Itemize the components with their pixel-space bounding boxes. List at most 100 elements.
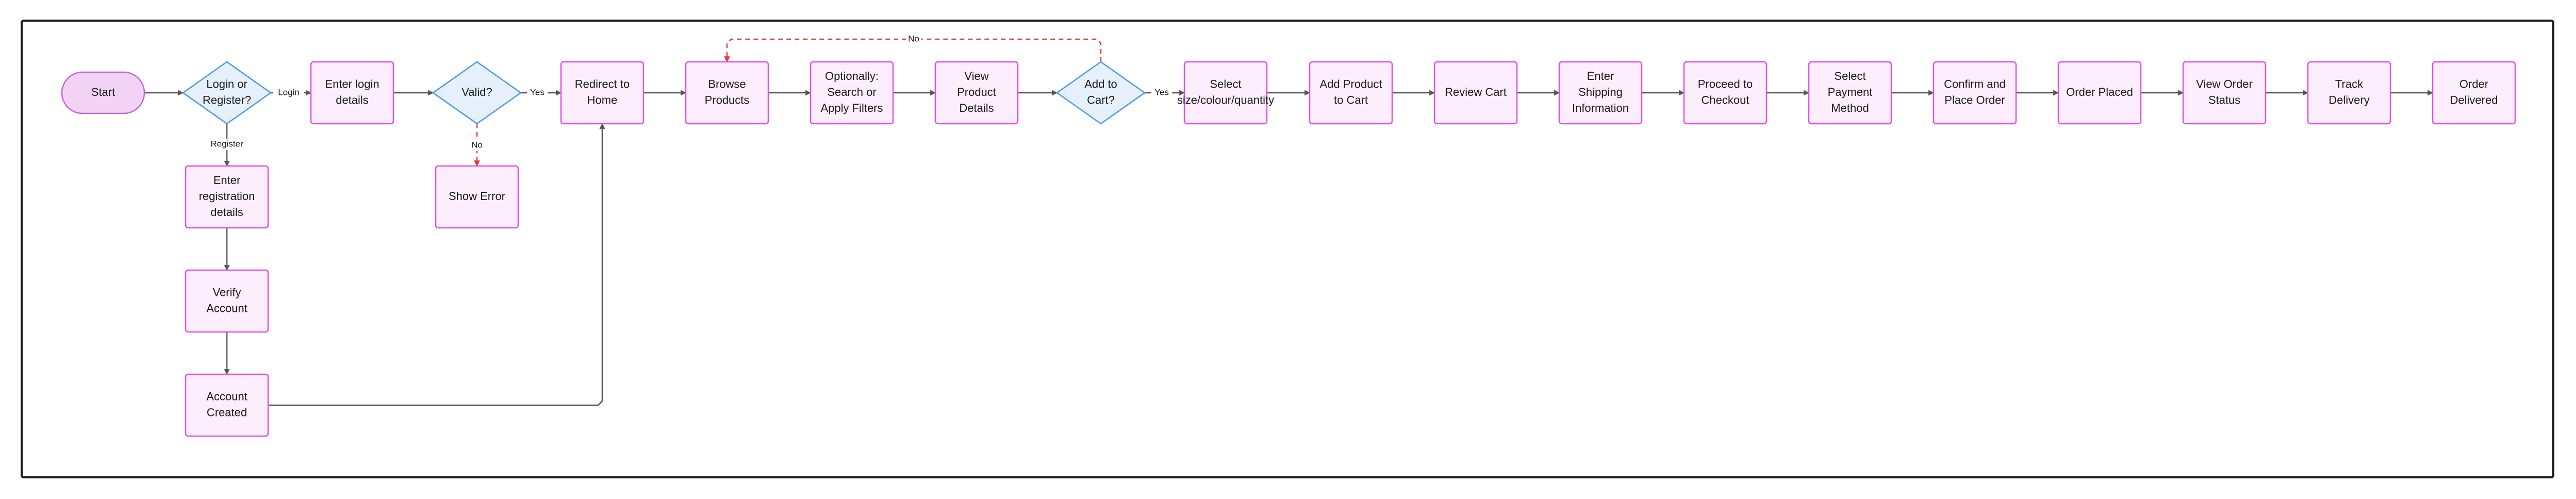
node-label-line: Details — [959, 102, 994, 114]
process-box — [2182, 61, 2267, 125]
edge-label-text: No — [908, 34, 919, 43]
node-label: Valid? — [461, 86, 492, 98]
node-label: Redirect to Home — [575, 77, 630, 106]
edge-label-background — [906, 34, 921, 45]
node-start: Start — [61, 71, 145, 114]
node-label-line: Register? — [203, 93, 251, 106]
node-label-line: Redirect to — [575, 77, 630, 90]
node-label-line: Add Product — [1319, 77, 1382, 90]
node-valid: Valid? — [432, 61, 522, 125]
node-label-line: Proceed to — [1698, 77, 1753, 90]
node-label-line: Select — [1210, 77, 1241, 90]
process-box — [185, 269, 269, 333]
node-label-line: Select — [1834, 70, 1865, 82]
node-label-line: Verify — [212, 286, 241, 298]
process-box — [1808, 61, 1892, 125]
process-box — [2432, 61, 2516, 125]
edge-label-background — [1151, 87, 1172, 98]
edge-label-text: Register — [210, 139, 243, 148]
node-label-line: details — [210, 206, 243, 219]
node-label-line: Confirm and — [1944, 77, 2006, 90]
node-label-line: Cart? — [1087, 93, 1115, 106]
process-box — [435, 165, 519, 229]
diagram-frame — [21, 20, 2554, 478]
process-box — [1933, 61, 2017, 125]
process-box — [2057, 61, 2142, 125]
node-label-line: to Cart — [1334, 93, 1368, 106]
edge-created-to-home — [268, 123, 605, 406]
node-add-product: Add Product to Cart — [1309, 61, 1393, 125]
process-box — [185, 165, 269, 229]
process-box — [1433, 61, 1518, 125]
node-registration: Enter registration details — [185, 165, 269, 229]
edge-label-yes-cart: Yes — [1151, 87, 1172, 98]
node-label-line: Products — [705, 93, 750, 106]
edge-label-text: Yes — [530, 87, 544, 97]
node-label-line: Product — [957, 86, 996, 98]
node-label-line: Track — [2335, 77, 2364, 90]
node-label-line: Valid? — [461, 86, 492, 98]
node-label-line: Add to — [1084, 77, 1117, 90]
decision-diamond — [181, 61, 272, 125]
node-label-line: Search or — [827, 86, 876, 98]
node-label: Enter registration details — [199, 174, 255, 219]
edge-label-text: Yes — [1154, 87, 1169, 97]
node-label-line: Method — [1831, 102, 1869, 114]
process-box — [1558, 61, 1643, 125]
node-label-line: Apply Filters — [820, 102, 883, 114]
node-label-line: Review Cart — [1445, 86, 1507, 98]
node-label: Order Placed — [2066, 86, 2133, 98]
node-label-line: Enter — [213, 174, 241, 187]
process-box — [934, 61, 1019, 125]
process-box — [1683, 61, 1768, 125]
edge-label-no-cart: No — [906, 34, 921, 45]
node-label-line: Show Error — [449, 190, 505, 203]
node-label-line: Delivered — [2450, 93, 2498, 106]
node-label: Add Product to Cart — [1319, 77, 1382, 106]
node-label-line: View Order — [2196, 77, 2253, 90]
edge-label-yes-valid: Yes — [527, 87, 548, 98]
node-label-line: View — [964, 70, 988, 82]
process-box — [1183, 61, 1268, 125]
node-label-line: registration — [199, 190, 255, 203]
node-order-placed: Order Placed — [2057, 61, 2142, 125]
process-box — [810, 61, 894, 125]
process-box — [560, 61, 645, 125]
node-label-line: Place Order — [1944, 93, 2005, 106]
node-label-line: Start — [91, 86, 115, 98]
node-show-error: Show Error — [435, 165, 519, 229]
edge-label-text: Login — [278, 87, 300, 97]
node-label-line: Enter — [1587, 70, 1614, 82]
node-label-line: Created — [207, 406, 247, 419]
node-label-line: Home — [587, 93, 618, 106]
process-box — [685, 61, 769, 125]
edge-label-background — [273, 87, 304, 98]
node-label-line: Account — [206, 302, 247, 314]
node-label-line: Browse — [708, 77, 746, 90]
edge-label-no-valid: No — [469, 140, 485, 151]
process-box — [310, 61, 394, 125]
edge-label-text: No — [471, 140, 483, 149]
node-label-line: Order — [2459, 77, 2488, 90]
node-label-line: Order Placed — [2066, 86, 2133, 98]
